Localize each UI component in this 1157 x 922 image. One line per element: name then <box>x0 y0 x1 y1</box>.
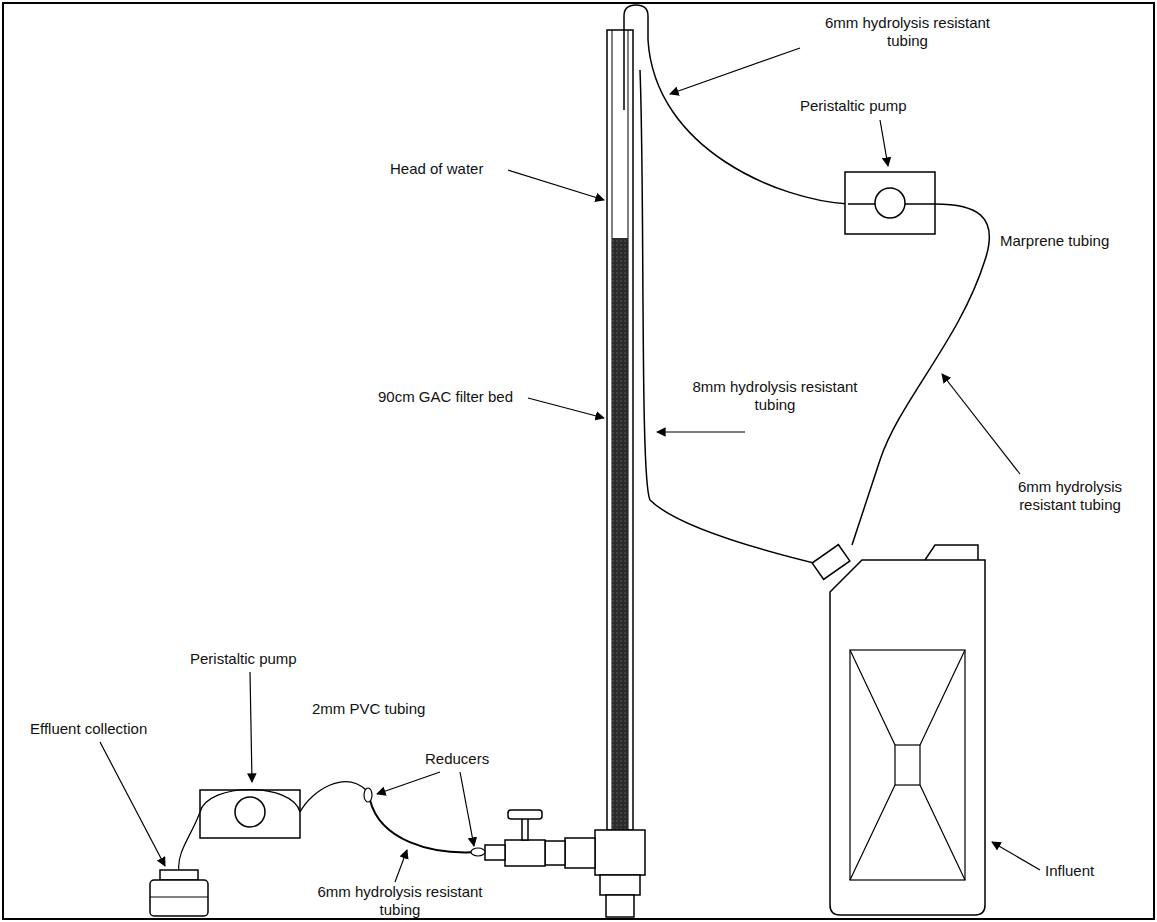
pump-tube <box>848 203 935 205</box>
reducer <box>471 848 485 856</box>
callout-label: 90cm GAC filter bed <box>378 388 528 406</box>
callout-label: 6mm hydrolysis resistant tubing <box>300 883 500 919</box>
callout-label: Influent <box>1045 862 1125 880</box>
pump-rotor <box>875 188 905 218</box>
callout-label: 8mm hydrolysis resistant tubing <box>680 378 870 414</box>
callout-label: Marprene tubing <box>1000 232 1150 250</box>
reducer <box>364 788 372 802</box>
callout-label: 2mm PVC tubing <box>312 700 452 718</box>
callout-label: Peristaltic pump <box>190 650 330 668</box>
tee-branch <box>565 838 595 868</box>
jerrycan-panel <box>850 650 965 880</box>
callout-label: 6mm hydrolysis resistant tubing <box>990 478 1150 514</box>
bottle-cap <box>160 870 198 880</box>
valve-handle <box>508 810 542 819</box>
gac-bed <box>612 238 628 830</box>
outlet-nipple <box>485 845 505 860</box>
callout-label: Effluent collection <box>30 720 180 738</box>
leader-arrows <box>100 48 1040 882</box>
callout-label: Reducers <box>425 750 515 768</box>
pump-body <box>200 790 300 838</box>
liquid-level <box>150 897 208 898</box>
drain-plug <box>606 895 634 917</box>
callout-label: Peristaltic pump <box>800 97 940 115</box>
jerrycan <box>830 560 985 915</box>
valve-body <box>505 840 545 866</box>
pump-body <box>845 172 935 234</box>
callout-label: 6mm hydrolysis resistant tubing <box>805 14 1010 50</box>
column-wall <box>607 30 633 830</box>
pump-rotor <box>235 797 265 827</box>
effluent-bottle <box>150 880 208 916</box>
supply-tube <box>852 204 989 545</box>
valve-nut <box>545 841 565 865</box>
jerrycan-ribs <box>850 650 965 880</box>
pump-tube <box>179 790 300 873</box>
jerrycan-panel <box>895 745 920 785</box>
overflow-tube <box>640 70 826 566</box>
jerrycan-cap <box>812 545 850 580</box>
tee-nut <box>600 875 640 895</box>
frame <box>3 3 1154 919</box>
pvc-tube <box>300 782 366 812</box>
callout-label: Head of water <box>390 160 510 178</box>
jerrycan-handle <box>925 545 978 560</box>
valve-stem <box>522 818 528 840</box>
tee-fitting <box>595 830 645 875</box>
outlet-tube <box>370 800 478 852</box>
